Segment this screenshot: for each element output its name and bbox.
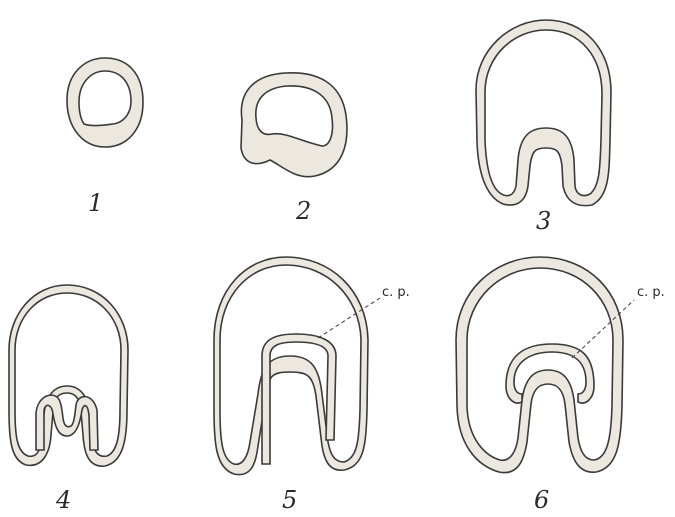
- figure-2-number: 2: [295, 197, 311, 225]
- figure-6-number: 6: [534, 486, 549, 514]
- figure-2: 2: [241, 73, 347, 225]
- figure-6: c. p. 6: [456, 257, 665, 514]
- figure-1-number: 1: [88, 189, 103, 217]
- figure-4: 4: [9, 285, 128, 514]
- figure-3-number: 3: [536, 207, 551, 235]
- figure-6-leader-line: [572, 300, 634, 358]
- figure-2-wall: [241, 73, 347, 177]
- figure-4-wall: [9, 285, 128, 466]
- figure-5-wall: [214, 257, 368, 475]
- figure-5: c. p. 5: [214, 257, 410, 514]
- figure-5-leader-line: [318, 298, 380, 338]
- figure-6-label: c. p.: [637, 285, 665, 300]
- figure-3-wall: [476, 20, 611, 206]
- figure-5-label: c. p.: [382, 285, 410, 300]
- figure-6-wall: [456, 257, 623, 473]
- figure-4-number: 4: [55, 486, 71, 514]
- figure-1-wall: [67, 58, 143, 147]
- figure-5-number: 5: [282, 486, 297, 514]
- figure-1: 1: [67, 58, 143, 217]
- figure-3: 3: [476, 20, 611, 235]
